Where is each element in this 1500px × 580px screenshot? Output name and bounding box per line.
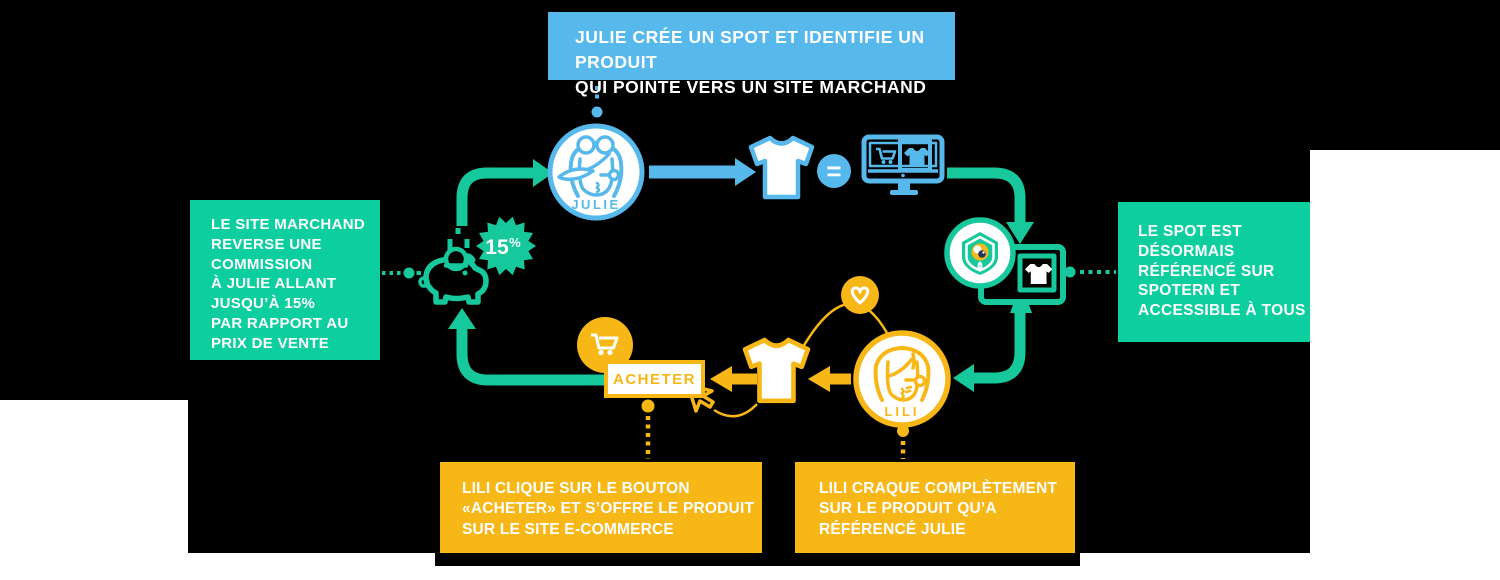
callout-spot-referenced: LE SPOT EST DÉSORMAIS RÉFÉRENCÉ SUR SPOT… (1118, 202, 1310, 342)
background-panel-bottom (435, 553, 1080, 566)
background-panel-right (1310, 0, 1500, 150)
callout-lili-clicks-buy: LILI CLIQUE SUR LE BOUTON «ACHETER» ET S… (440, 462, 762, 553)
callout-julie-creates-spot: JULIE CRÉE UN SPOT ET IDENTIFIE UN PRODU… (548, 12, 955, 97)
background-panel-left (0, 0, 188, 400)
acheter-button[interactable]: ACHETER (604, 360, 705, 398)
callout-lili-loves-product: LILI CRAQUE COMPLÈTEMENT SUR LE PRODUIT … (795, 462, 1075, 553)
callout-merchant-commission: LE SITE MARCHAND REVERSE UNE COMMISSION … (190, 200, 380, 360)
